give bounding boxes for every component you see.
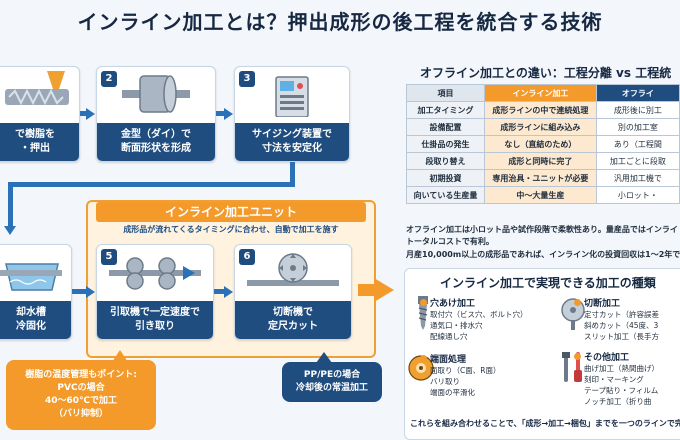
flow-arrow-head-5-6 bbox=[224, 286, 233, 298]
process-drilling: 穴あけ加工 取付穴（ビス穴、ボルト穴） 通気口・排水穴 配線通し穴 bbox=[420, 296, 550, 342]
process-cutting: 切断加工 定寸カット（許容誤差 斜めカット（45度、3 スリット加工（長手方 bbox=[574, 296, 680, 342]
step-card-1: で樹脂を ・押出 bbox=[0, 66, 80, 162]
table-row: 初期投資 専用治具・ユニットが必要 汎用加工機で bbox=[405, 169, 680, 187]
cooling-tank-illustration bbox=[0, 245, 71, 299]
step-caption-5: 引取機で一定速度で 引き取り bbox=[97, 301, 213, 339]
flow-arrow-head-4-5 bbox=[86, 286, 95, 298]
process-other: その他加工 曲げ加工（熱間曲げ） 刻印・マーキング テープ貼り・フィルム ノッチ… bbox=[574, 350, 680, 407]
step-number-6: 6 bbox=[239, 249, 255, 265]
flow-arrow-head-2-3 bbox=[224, 108, 233, 120]
step-caption-2: 金型（ダイ）で 断面形状を形成 bbox=[97, 123, 215, 161]
step-card-5: 5 引取機で一定速度で 引き取り bbox=[96, 244, 214, 340]
flow-arrow-4-5 bbox=[72, 289, 88, 294]
step-card-3: 3 サイジング装置で 寸法を安定化 bbox=[234, 66, 350, 162]
extruder-illustration bbox=[0, 67, 79, 121]
step-caption-1: で樹脂を ・押出 bbox=[0, 123, 79, 161]
step-card-6: 6 切断機で 定尺カット bbox=[234, 244, 352, 340]
comparison-table-wrap: 項目 インライン加工 オフライ 加工タイミング 成形ラインの中で連続処理 成形後… bbox=[404, 82, 680, 222]
note-pp-pe: PP/PEの場合 冷却後の常温加工 bbox=[282, 362, 382, 402]
flow-arrow-head-1-2 bbox=[86, 108, 95, 120]
flow-arrow-2-3 bbox=[216, 111, 226, 116]
flow-connector-down-2 bbox=[8, 182, 13, 228]
note-pp-pe-tail bbox=[316, 352, 332, 363]
step-caption-3: サイジング装置で 寸法を安定化 bbox=[235, 123, 349, 161]
grinding-disc-icon bbox=[408, 355, 434, 381]
flow-connector-back bbox=[8, 182, 295, 187]
comparison-title: オフライン加工との違い：工程分離 vs 工程統 bbox=[420, 66, 672, 80]
step-number-2: 2 bbox=[101, 71, 117, 87]
processing-types-title: インライン加工で実現できる加工の種類 bbox=[440, 276, 656, 290]
table-row: 段取り替え 成形と同時に完了 加工ごとに段取 bbox=[405, 152, 680, 170]
transition-arrow-head bbox=[374, 278, 394, 302]
table-row: 仕掛品の発生 なし（直結のため） あり（工程間 bbox=[405, 135, 680, 153]
sizing-device-illustration bbox=[235, 67, 349, 121]
tools-icon bbox=[562, 352, 582, 382]
flow-arrow-1-2 bbox=[80, 111, 88, 116]
step-number-5: 5 bbox=[101, 249, 117, 265]
description-line-3: 月産10,000m以上の成形品であれば、インライン化の投資回収は1～2年で達 bbox=[406, 250, 680, 259]
transition-arrow-bar bbox=[358, 284, 376, 296]
description-line-1: オフライン加工は小ロット品や試作段階で柔軟性あり。量産品ではインライ bbox=[406, 225, 678, 234]
description-line-2: トータルコストで有利。 bbox=[406, 237, 494, 246]
table-header-offline: オフライ bbox=[595, 84, 680, 102]
bullet-icon bbox=[574, 353, 581, 360]
step-caption-4: 却水槽 冷固化 bbox=[0, 301, 71, 339]
step-card-2: 2 金型（ダイ）で 断面形状を形成 bbox=[96, 66, 216, 162]
step-card-4: 却水槽 冷固化 bbox=[0, 244, 72, 340]
table-header-row: 項目 インライン加工 オフライ bbox=[405, 84, 680, 102]
note-temperature: 樹脂の温度管理もポイント: PVCの場合 40～60℃で加工 （バリ抑制） bbox=[6, 360, 156, 430]
bullet-icon bbox=[420, 299, 427, 306]
flow-arrow-5-6 bbox=[214, 289, 226, 294]
step-caption-6: 切断機で 定尺カット bbox=[235, 301, 351, 339]
table-row: 設備配置 成形ラインに組み込み 別の加工室 bbox=[405, 118, 680, 136]
process-end-finishing: 端面処理 面取り（C面、R面） バリ取り 端面の平滑化 bbox=[420, 352, 550, 398]
table-header-item: 項目 bbox=[405, 84, 486, 102]
table-row: 加工タイミング 成形ラインの中で連続処理 成形後に別工 bbox=[405, 101, 680, 119]
inline-unit-subtitle: 成形品が流れてくるタイミングに合わせ、自動で加工を施す bbox=[123, 225, 339, 234]
bullet-icon bbox=[420, 355, 427, 362]
step-number-3: 3 bbox=[239, 71, 255, 87]
cutter-illustration bbox=[235, 245, 351, 299]
processing-footer: これらを組み合わせることで、「成形→加工→梱包」までを一つのラインで完 bbox=[410, 419, 680, 428]
flow-connector-head bbox=[4, 226, 16, 235]
comparison-table: 項目 インライン加工 オフライ 加工タイミング 成形ラインの中で連続処理 成形後… bbox=[405, 84, 680, 204]
inline-unit-title: インライン加工ユニット bbox=[96, 202, 366, 222]
die-illustration bbox=[97, 67, 215, 121]
note-temperature-tail bbox=[112, 350, 128, 362]
table-row: 向いている生産量 中～大量生産 小ロット・ bbox=[405, 186, 680, 204]
table-header-inline: インライン加工 bbox=[484, 84, 597, 102]
haul-off-illustration bbox=[97, 245, 213, 299]
flow-connector-down bbox=[290, 162, 295, 186]
bullet-icon bbox=[574, 299, 581, 306]
page-title: インライン加工とは？押出成形の後工程を統合する技術 bbox=[77, 10, 603, 34]
